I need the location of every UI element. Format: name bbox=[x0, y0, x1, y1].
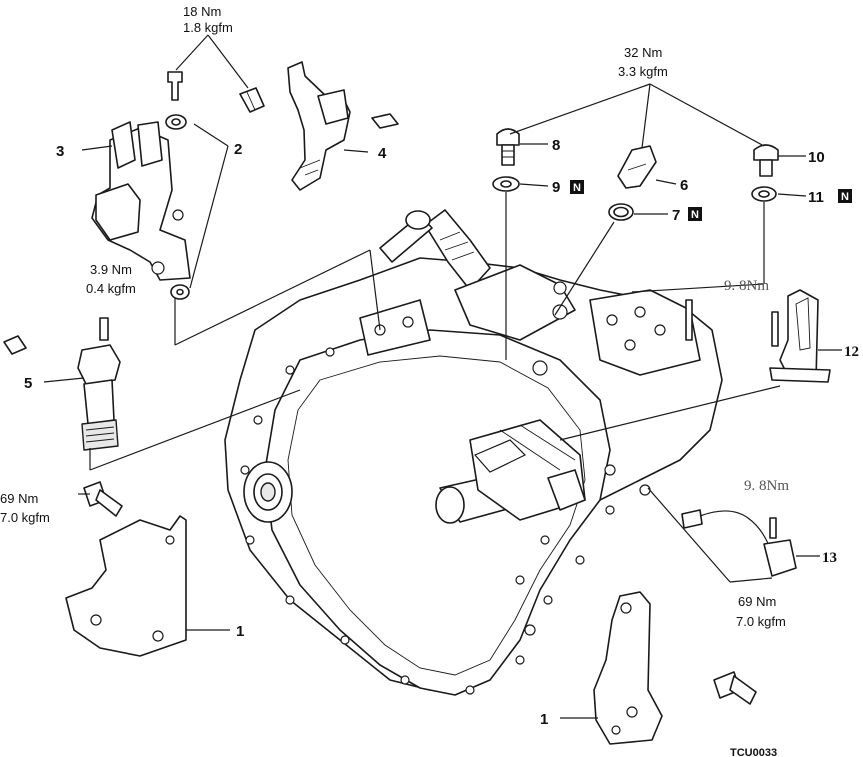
callout-8: 8 bbox=[552, 137, 560, 154]
callout-numbers: 1 1 2 3 4 5 6 7 8 9 10 11 12 13 bbox=[24, 137, 859, 728]
new-mark-7: N bbox=[691, 209, 699, 221]
callout-5: 5 bbox=[24, 375, 32, 392]
new-mark-9: N bbox=[573, 182, 581, 194]
leader-lines bbox=[43, 34, 842, 719]
part-12-bracket bbox=[769, 289, 831, 383]
torque-sensor13: 9. 8Nm bbox=[744, 478, 789, 494]
part-5-speed-sensor bbox=[3, 317, 121, 451]
callout-9: 9 bbox=[552, 179, 560, 196]
torque-top-nm: 18 Nm bbox=[183, 4, 221, 19]
torque-low-left-nm: 69 Nm bbox=[0, 491, 38, 506]
torque-low-right-kgfm: 7.0 kgfm bbox=[736, 614, 786, 629]
callout-4: 4 bbox=[378, 145, 387, 162]
callout-11: 11 bbox=[808, 189, 824, 206]
parts-8-11-plugs bbox=[492, 128, 779, 221]
torque-tr-nm: 32 Nm bbox=[624, 45, 662, 60]
part-3-bracket bbox=[91, 121, 191, 281]
torque-left-kgfm: 0.4 kgfm bbox=[86, 281, 136, 296]
callout-10: 10 bbox=[808, 149, 825, 166]
torque-labels: 18 Nm 1.8 kgfm 32 Nm 3.3 kgfm 3.9 Nm 0.4… bbox=[0, 4, 789, 629]
transaxle-case bbox=[224, 209, 723, 696]
torque-top-kgfm: 1.8 kgfm bbox=[183, 20, 233, 35]
part-2-washers bbox=[165, 71, 265, 300]
torque-low-right-nm: 69 Nm bbox=[738, 594, 776, 609]
footer-code: TCU0033 bbox=[730, 747, 777, 757]
callout-12: 12 bbox=[844, 344, 859, 360]
callout-1-left: 1 bbox=[236, 623, 244, 640]
part-13-harness bbox=[681, 509, 797, 577]
new-part-marks: N N N bbox=[570, 180, 852, 221]
callout-6: 6 bbox=[680, 177, 688, 194]
callout-7: 7 bbox=[672, 207, 680, 224]
part-4-lever bbox=[287, 61, 399, 191]
torque-left-nm: 3.9 Nm bbox=[90, 262, 132, 277]
new-mark-11: N bbox=[841, 191, 849, 203]
torque-sensor12: 9. 8Nm bbox=[724, 278, 769, 294]
part-1-mounts bbox=[65, 515, 663, 745]
callout-3: 3 bbox=[56, 143, 64, 160]
callout-2: 2 bbox=[234, 141, 242, 158]
callout-1-right: 1 bbox=[540, 711, 548, 728]
mount-bolts bbox=[83, 481, 757, 705]
torque-low-left-kgfm: 7.0 kgfm bbox=[0, 510, 50, 525]
callout-13: 13 bbox=[822, 550, 837, 566]
torque-tr-kgfm: 3.3 kgfm bbox=[618, 64, 668, 79]
